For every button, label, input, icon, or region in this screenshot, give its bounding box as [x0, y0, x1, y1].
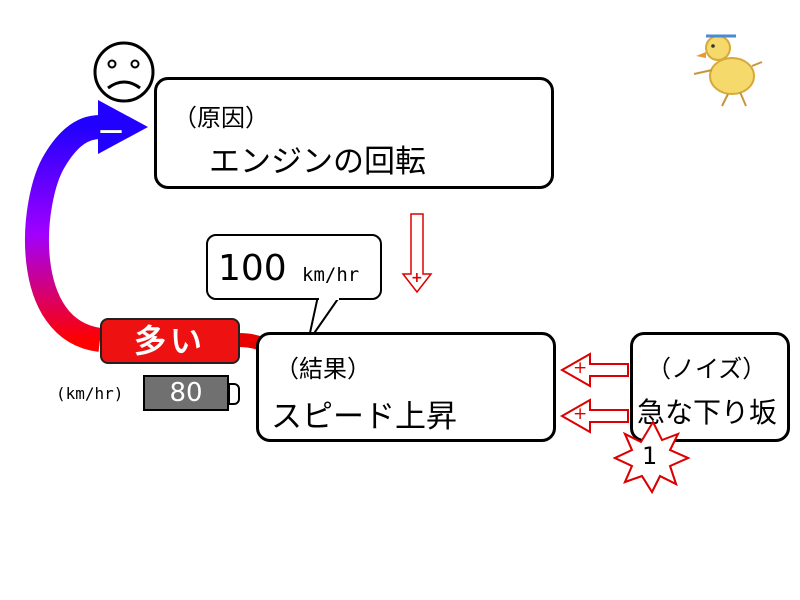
feedback-arrowhead — [98, 100, 148, 154]
feedback-label: 多い — [100, 318, 240, 364]
burst-number: 1 — [642, 442, 658, 470]
cause-tag: （原因） — [173, 104, 269, 132]
callout-seam — [319, 296, 339, 300]
cause-title: エンジンの回転 — [209, 144, 426, 180]
speed-callout: 100 km/hr — [206, 234, 382, 300]
callout-value: 100 — [218, 248, 287, 289]
noise-tag: （ノイズ） — [647, 355, 767, 383]
duck-icon — [693, 34, 763, 107]
plus-left-arrow-2 — [559, 398, 629, 434]
plus-down-arrow — [401, 213, 433, 294]
noise-title: 急な下り坂 — [637, 396, 778, 429]
plus-left-arrow-1 — [559, 352, 629, 388]
cause-box: （原因） エンジンの回転 — [154, 77, 554, 189]
plus-sign-left-1: + — [573, 358, 588, 378]
plus-sign-left-2: + — [573, 404, 588, 424]
feedback-label-text: 多い — [133, 322, 206, 360]
result-tag: （結果） — [275, 355, 371, 383]
setpoint-battery-tip — [228, 383, 240, 405]
minus-sign: － — [97, 116, 126, 149]
plus-sign-down: + — [411, 270, 423, 286]
callout-unit: km/hr — [302, 264, 360, 286]
sad-face-icon — [93, 41, 155, 103]
result-box: （結果） スピード上昇 — [256, 332, 556, 442]
setpoint-battery: 80 — [143, 375, 229, 411]
result-title: スピード上昇 — [271, 399, 457, 435]
noise-box: （ノイズ） 急な下り坂 — [630, 332, 790, 442]
feedback-arc — [24, 115, 103, 352]
setpoint-value: 80 — [169, 378, 203, 408]
setpoint-unit: (km/hr) — [56, 384, 124, 403]
